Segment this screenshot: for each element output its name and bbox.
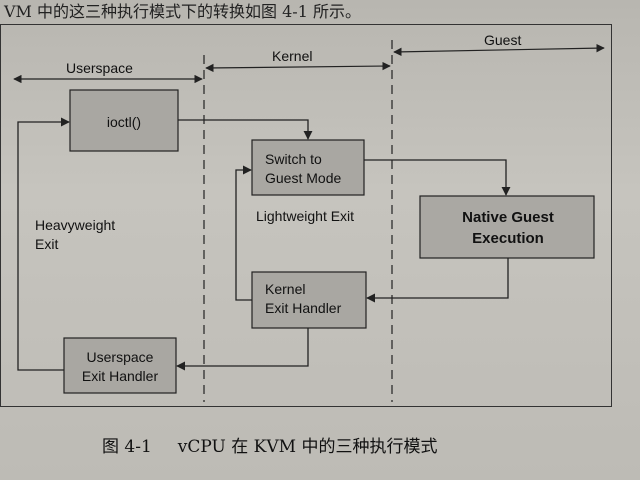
ioctl-box <box>69 89 179 152</box>
kernel-label: Kernel <box>272 48 312 64</box>
userspace-exit-handler-box <box>63 337 177 394</box>
ioctl-text: ioctl() <box>107 114 141 130</box>
kernel-exit-line2: Exit Handler <box>265 300 342 316</box>
arrow-kernel-to-userspace-exit <box>176 328 309 371</box>
heavyweight-exit-line2: Exit <box>35 236 58 252</box>
userspace-label: Userspace <box>66 60 133 76</box>
kernel-exit-line1: Kernel <box>265 281 305 297</box>
arrow-native-to-kernel-exit <box>366 258 509 303</box>
native-guest-line2: Execution <box>472 230 544 247</box>
diagram-frame <box>0 24 612 407</box>
userspace-exit-line1: Userspace <box>87 349 154 365</box>
figure-number: 图 4-1 <box>102 437 152 457</box>
native-guest-execution-box <box>419 195 595 259</box>
kernel-span-arrow <box>205 61 391 73</box>
native-guest-line1: Native Guest <box>462 209 554 226</box>
arrow-ioctl-to-switch <box>178 119 313 140</box>
arrow-lightweight-exit <box>235 165 252 301</box>
figure-caption: 图 4-1 vCPU 在 KVM 中的三种执行模式 <box>102 432 463 462</box>
arrow-heavyweight-exit <box>17 117 70 371</box>
header-text: VM 中的这三种执行模式下的转换如图 4-1 所示。 <box>4 2 361 21</box>
guest-label: Guest <box>484 32 521 48</box>
switch-to-guest-line1: Switch to <box>265 151 322 167</box>
kernel-exit-handler-box <box>251 271 367 329</box>
switch-to-guest-mode-box <box>251 139 365 196</box>
figure-caption-text: vCPU 在 KVM 中的三种执行模式 <box>177 437 438 457</box>
guest-span-arrow <box>393 43 605 57</box>
lightweight-exit-label: Lightweight Exit <box>256 208 354 224</box>
arrow-switch-to-native <box>364 159 511 196</box>
heavyweight-exit-line1: Heavyweight <box>35 217 115 233</box>
switch-to-guest-line2: Guest Mode <box>265 170 341 186</box>
userspace-exit-line2: Exit Handler <box>82 368 159 384</box>
